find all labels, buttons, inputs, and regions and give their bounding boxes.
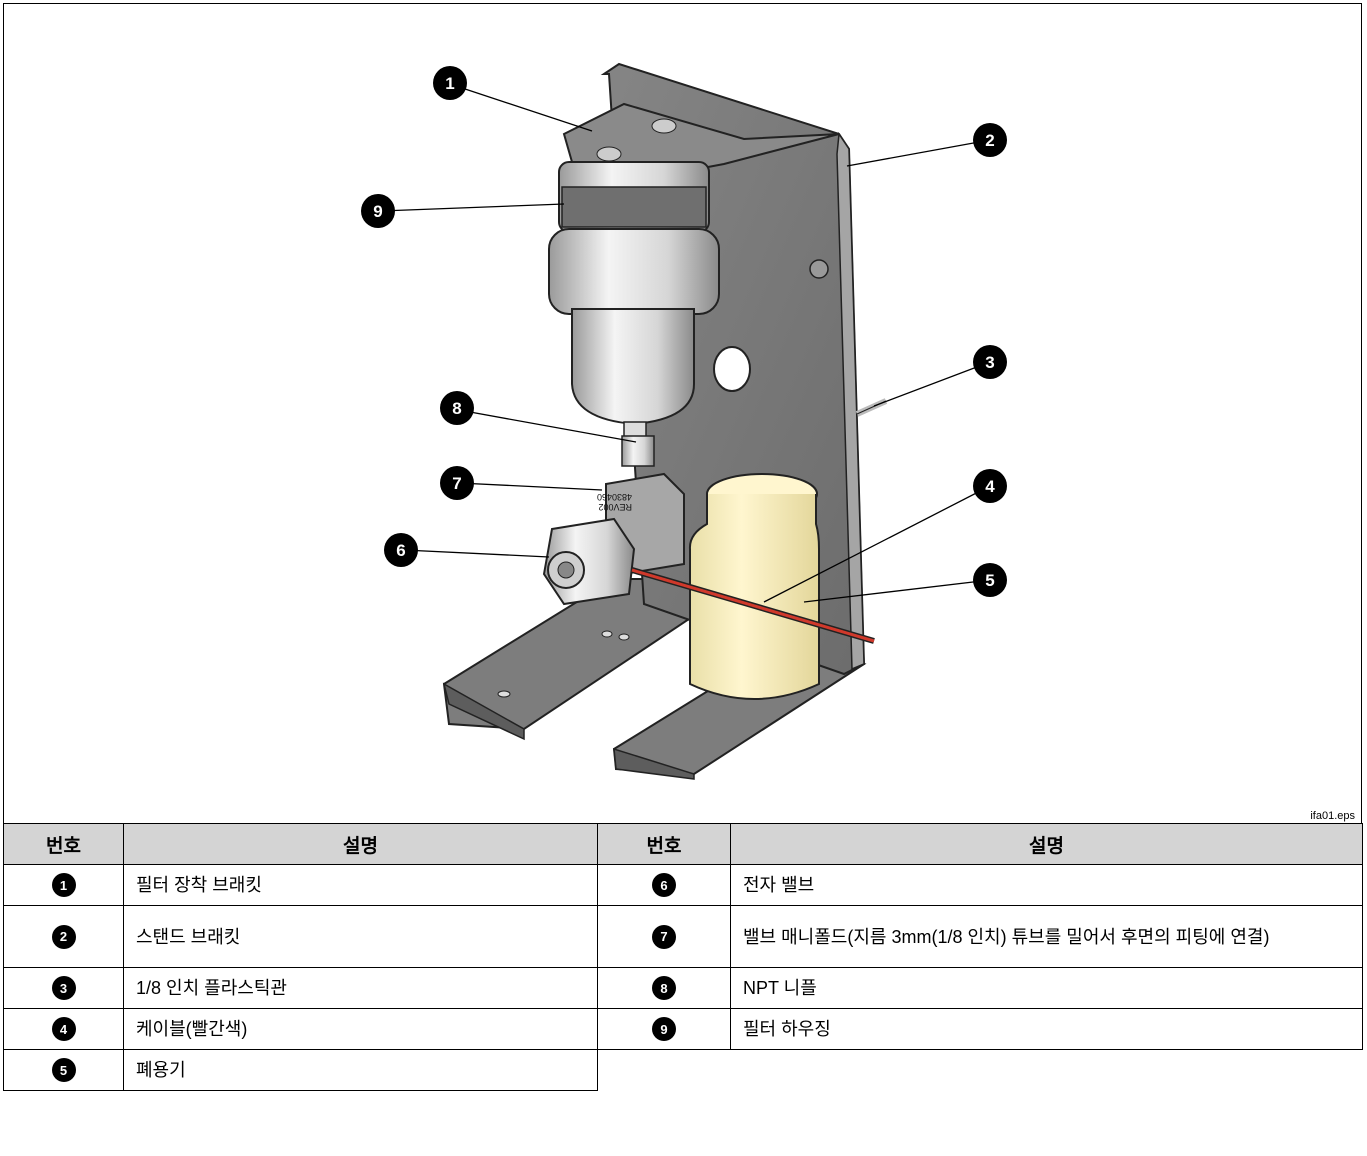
solenoid-valve xyxy=(542,517,636,606)
svg-text:9: 9 xyxy=(373,202,382,221)
callout-4: 4 xyxy=(973,469,1007,503)
header-description-right: 설명 xyxy=(730,823,1363,865)
number-badge: 1 xyxy=(51,873,76,897)
description-cell: 폐용기 xyxy=(123,1049,598,1091)
figure-panel: 4830460 REV002 xyxy=(3,3,1362,825)
callout-1: 1 xyxy=(433,66,467,100)
description-cell: 필터 장착 브래킷 xyxy=(123,864,598,906)
callout-7: 7 xyxy=(440,466,474,500)
number-badge: 9 xyxy=(652,1017,676,1041)
number-badge: 2 xyxy=(51,924,76,949)
description-cell: 전자 밸브 xyxy=(730,864,1363,906)
table-row: 3 1/8 인치 플라스틱관 8 NPT 니플 xyxy=(3,967,1363,1009)
callout-5: 5 xyxy=(973,563,1007,597)
svg-text:8: 8 xyxy=(452,399,461,418)
svg-text:2: 2 xyxy=(985,131,994,150)
description-cell: 밸브 매니폴드(지름 3mm(1/8 인치) 튜브를 밀어서 후면의 피팅에 연… xyxy=(730,905,1363,968)
callout-3: 3 xyxy=(973,345,1007,379)
filter-housing xyxy=(548,161,720,441)
number-badge: 4 xyxy=(51,1017,76,1041)
description-cell: NPT 니플 xyxy=(730,967,1363,1009)
waste-container xyxy=(688,473,820,700)
number-badge: 8 xyxy=(652,976,676,1000)
legend-table: 번호 설명 번호 설명 1 필터 장착 브래킷 6 전자 밸브 2 스탠드 브래… xyxy=(3,823,1363,1091)
description-cell: 1/8 인치 플라스틱관 xyxy=(123,967,598,1009)
svg-text:1: 1 xyxy=(445,74,454,93)
number-badge: 7 xyxy=(652,924,676,949)
svg-text:6: 6 xyxy=(396,541,405,560)
header-number-right: 번호 xyxy=(597,823,731,865)
callout-8: 8 xyxy=(440,391,474,425)
description-cell: 스탠드 브래킷 xyxy=(123,905,598,968)
file-label: ifa01.eps xyxy=(1310,810,1355,822)
svg-text:3: 3 xyxy=(985,353,994,372)
svg-text:7: 7 xyxy=(452,474,461,493)
callout-2: 2 xyxy=(973,123,1007,157)
description-cell: 필터 하우징 xyxy=(730,1008,1363,1050)
header-number-left: 번호 xyxy=(3,823,124,865)
number-badge: 3 xyxy=(51,976,76,1000)
valve-marking-2: REV002 xyxy=(598,502,632,512)
svg-text:4: 4 xyxy=(985,477,995,496)
table-row: 5 폐용기 xyxy=(3,1049,1363,1091)
device-illustration: 4830460 REV002 xyxy=(361,62,1007,780)
number-badge: 6 xyxy=(652,873,676,897)
red-cable xyxy=(631,567,875,644)
description-cell: 케이블(빨간색) xyxy=(123,1008,598,1050)
leader-lines xyxy=(380,84,991,603)
table-row: 1 필터 장착 브래킷 6 전자 밸브 xyxy=(3,864,1363,906)
legend-header-row: 번호 설명 번호 설명 xyxy=(3,823,1363,865)
valve-marking-1: 4830460 xyxy=(597,492,632,502)
number-badge: 5 xyxy=(51,1058,76,1082)
table-row: 2 스탠드 브래킷 7 밸브 매니폴드(지름 3mm(1/8 인치) 튜브를 밀… xyxy=(3,905,1363,968)
svg-text:5: 5 xyxy=(985,571,994,590)
callout-9: 9 xyxy=(361,194,395,228)
callout-6: 6 xyxy=(384,533,418,567)
header-description-left: 설명 xyxy=(123,823,598,865)
table-row: 4 케이블(빨간색) 9 필터 하우징 xyxy=(3,1008,1363,1050)
